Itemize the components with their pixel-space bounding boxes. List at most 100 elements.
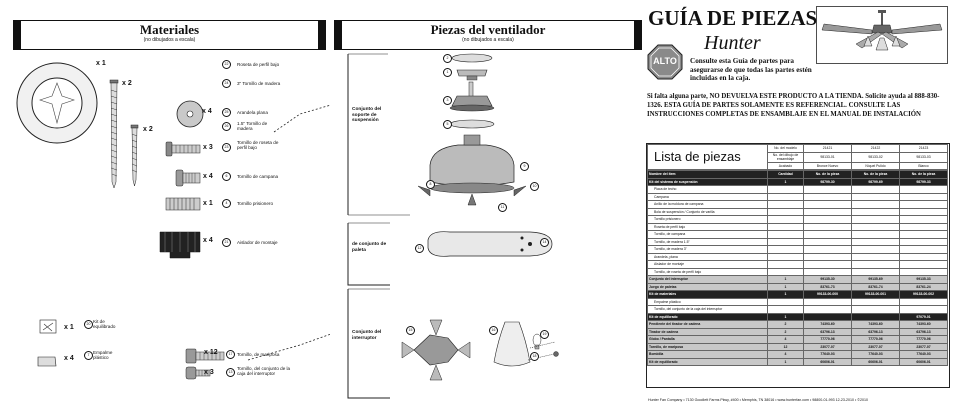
table-row: Campana [647, 192, 948, 201]
quantity-cell [767, 185, 804, 194]
materials-illustrations [16, 62, 330, 380]
part-number-cell: 99135-33 [899, 275, 948, 284]
part-number-cell: 77640-03 [803, 350, 852, 359]
part-number-cell [851, 260, 900, 269]
model-21422: 21422 [851, 144, 900, 153]
item-name-cell: Conjunto del interruptor [647, 275, 768, 284]
materials-qty-8: x 4 [203, 237, 213, 244]
part-number-cell: 77640-03 [899, 350, 948, 359]
pull-chain-icon [527, 341, 559, 361]
materials-lower-qty-3: x 12 [204, 349, 218, 356]
materials-num-5: 23 [222, 143, 231, 152]
materials-lower-num-3: 17 [226, 350, 235, 359]
materials-title-box: Materiales (no dibujados a escala) [13, 20, 326, 50]
part-number-cell: 99133-00-001 [851, 290, 900, 299]
set-screw-icon [165, 197, 201, 211]
part-number-cell [803, 192, 852, 201]
finish-3: Blanco [899, 161, 948, 170]
part-number-cell: 98799-69 [851, 177, 900, 186]
drawing-1: 98133-01 [803, 151, 852, 163]
housing-upper-icon [449, 95, 495, 112]
part-number-cell [899, 297, 948, 306]
quantity-cell [767, 267, 804, 276]
part-number-cell [851, 200, 900, 209]
part-number-cell [851, 185, 900, 194]
table-row: Tornillo, del conjunto de la caja del in… [647, 305, 948, 314]
quantity-cell [767, 260, 804, 269]
materials-lower-label-2: Empalme plástico [93, 350, 113, 361]
quantity-cell: 1 [767, 312, 804, 321]
quantity-cell [767, 245, 804, 254]
group-label-hanger: Conjunto del soporte de suspensión [352, 107, 382, 124]
part-number-cell [899, 207, 948, 216]
col-part-no-2: No. de la pieza [851, 170, 900, 179]
part-number-cell [851, 215, 900, 224]
part-number-cell [803, 215, 852, 224]
materials-lower-num-1: 20 [84, 320, 93, 329]
item-name-cell: Globo / Pantalla [647, 335, 768, 344]
part-number-cell [899, 215, 948, 224]
materials-label-3: Arandela plana [237, 110, 268, 115]
part-number-cell: 74393-60 [803, 320, 852, 329]
part-number-cell [899, 305, 948, 314]
col-quantity: Cantidad [767, 170, 804, 179]
quantity-cell [767, 305, 804, 314]
quantity-cell: 2 [767, 320, 804, 329]
col-item-name: Nombre del ítem [647, 170, 768, 179]
part-number-cell [803, 260, 852, 269]
item-name-cell: Tornillo, de madera 3" [647, 245, 768, 254]
part-number-cell [851, 230, 900, 239]
materials-label-4: 1.5" Tornillo de madera [237, 121, 268, 132]
table-row: Empalme plástico [647, 297, 948, 306]
canopy-ring-icon [16, 62, 98, 144]
part-number-cell [899, 252, 948, 261]
fan-part-num-19: 19 [540, 330, 549, 339]
fan-part-num-2: 2 [443, 54, 452, 63]
glass-shade-icon [493, 321, 531, 367]
part-number-cell [851, 192, 900, 201]
parts-list-box: Lista de piezas No. del modelo 21421 214… [646, 143, 950, 388]
part-number-cell [803, 185, 852, 194]
fan-parts-title: Piezas del ventilador [430, 22, 546, 37]
part-number-cell [851, 312, 900, 321]
materials-num-2: 24 [222, 79, 231, 88]
part-number-cell [851, 267, 900, 276]
materials-lower-qty-4: x 3 [204, 369, 214, 376]
materials-label-8: Aislador de montaje [237, 240, 278, 245]
plastic-splice-icon [37, 356, 57, 367]
stop-sign-label: ALTO [653, 56, 677, 66]
table-row: Arandela, plana [647, 252, 948, 261]
materials-lower-num-4: 13 [226, 368, 235, 377]
downrod-icon [468, 81, 474, 98]
quantity-cell [767, 230, 804, 239]
quantity-cell: 1 [767, 290, 804, 299]
part-number-cell [803, 267, 852, 276]
wood-screw-3in-icon [109, 79, 119, 189]
part-number-cell [851, 222, 900, 231]
fan-part-num-18: 18 [530, 352, 539, 361]
cover-title: GUÍA DE PIEZAS [648, 6, 818, 30]
fan-part-num-15: 15 [406, 326, 415, 335]
part-number-cell [803, 305, 852, 314]
light-bulb-icon [532, 333, 542, 350]
quantity-cell [767, 200, 804, 209]
item-name-cell: Empalme plástico [647, 297, 768, 306]
part-number-cell: 99133-00-000 [803, 290, 852, 299]
mounting-isolator-icon [159, 231, 201, 259]
part-number-cell [899, 222, 948, 231]
table-row: Tornillo, de madera 3" [647, 245, 948, 254]
fan-parts-subtitle: (no dibujados a escala) [462, 37, 514, 43]
materials-lower-num-2: 7 [84, 351, 93, 360]
fan-blade-icon [427, 231, 553, 257]
model-21421: 21421 [803, 144, 852, 153]
part-number-cell [803, 222, 852, 231]
motor-housing-icon [417, 134, 527, 206]
materials-num-4: 26 [222, 122, 231, 131]
fan-parts-illustrations [347, 53, 559, 399]
materials-num-6: 6 [222, 172, 231, 181]
warning-text: Si falta alguna parte, NO DEVUELVA ESTE … [647, 93, 940, 118]
